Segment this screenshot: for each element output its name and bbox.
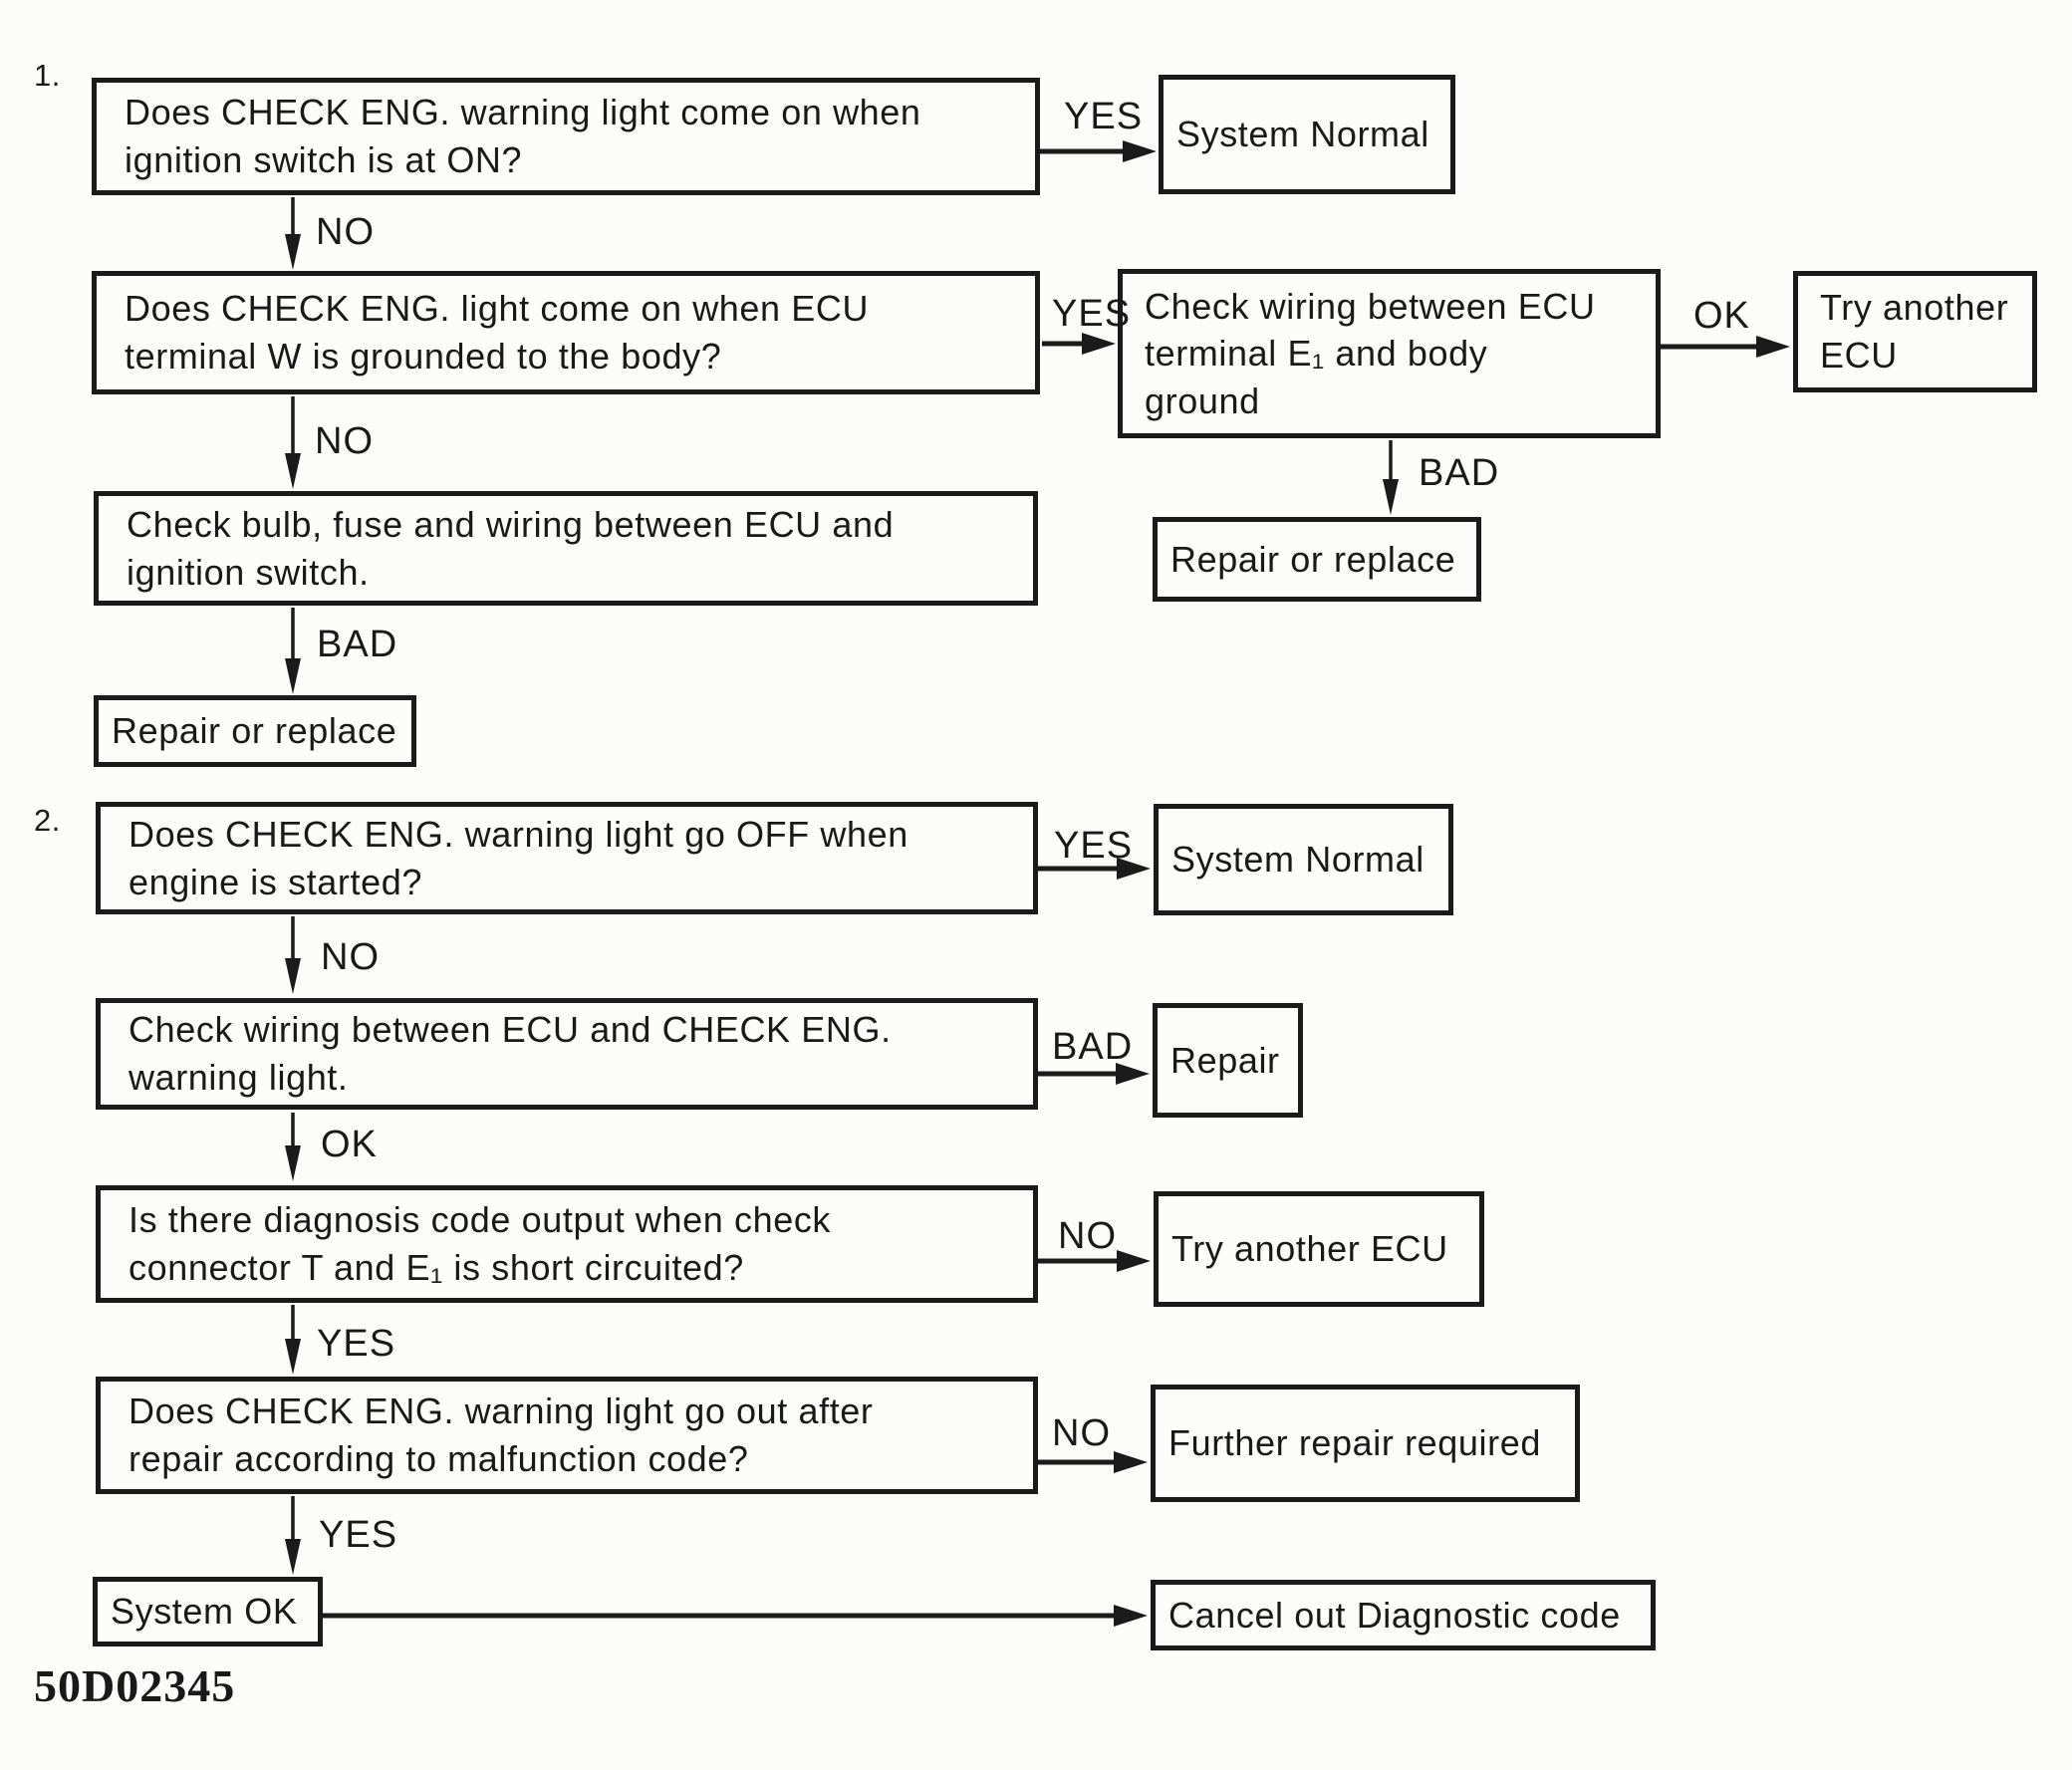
arrowhead-q6-yes: [285, 1539, 301, 1575]
node-text-line: warning light.: [129, 1057, 349, 1098]
horizontal-lines: [323, 148, 1759, 1619]
node-check-bulb-fuse-wiring: Check bulb, fuse and wiring between ECU …: [94, 491, 1038, 606]
node-check-wiring-e1: Check wiring between ECU terminal E₁ and…: [1118, 269, 1661, 438]
arrowhead-q4-bad: [1116, 1063, 1150, 1085]
edge-label-yes: YES: [1052, 293, 1132, 335]
edge-label-bad: BAD: [1052, 1026, 1134, 1068]
node-q4-check-wiring-warning-light: Check wiring between ECU and CHECK ENG. …: [96, 998, 1038, 1110]
arrowhead-q2-no: [285, 453, 301, 489]
section-2-number: 2.: [34, 803, 61, 838]
arrowheads: [285, 140, 1790, 1627]
edge-label-yes: YES: [1054, 825, 1134, 867]
node-text-line: ground: [1145, 379, 1260, 421]
arrowhead-q4-ok: [285, 1145, 301, 1181]
node-text-line: System Normal: [1176, 114, 1429, 155]
section-1-number: 1.: [34, 58, 61, 93]
node-text-line: Further repair required: [1168, 1422, 1541, 1464]
node-try-another-ecu-1: Try another ECU: [1793, 271, 2037, 392]
node-text-line: Check bulb, fuse and wiring between ECU …: [127, 503, 895, 545]
arrowhead-bulb-bad: [285, 658, 301, 694]
node-text-line: ignition switch is at ON?: [125, 139, 523, 180]
node-text-line: Try another: [1820, 287, 2009, 329]
edge-label-ok: OK: [1693, 295, 1750, 337]
node-text-line: terminal W is grounded to the body?: [125, 336, 722, 377]
node-system-ok: System OK: [93, 1577, 323, 1646]
node-try-another-ecu-2: Try another ECU: [1154, 1191, 1484, 1307]
arrowhead-wiring-bad: [1383, 479, 1399, 515]
arrowhead-cancel: [1114, 1605, 1148, 1627]
node-text-line: Try another ECU: [1171, 1228, 1448, 1270]
node-text-line: Cancel out Diagnostic code: [1168, 1594, 1621, 1636]
arrowhead-q5-no: [1117, 1250, 1151, 1272]
node-text-line: connector T and E₁ is short circuited?: [129, 1247, 744, 1288]
arrowhead-q3-no: [285, 958, 301, 994]
node-q2-terminal-w-grounded: Does CHECK ENG. light come on when ECU t…: [92, 271, 1040, 394]
node-system-normal-1: System Normal: [1159, 75, 1455, 194]
edge-label-no: NO: [1058, 1215, 1117, 1257]
node-q6-light-out-after-repair: Does CHECK ENG. warning light go out aft…: [96, 1377, 1038, 1494]
edge-label-no: NO: [321, 936, 380, 978]
edge-label-no: NO: [1052, 1412, 1111, 1454]
edge-label-no: NO: [316, 211, 375, 253]
node-text-line: Repair: [1170, 1039, 1280, 1081]
node-cancel-diagnostic-code: Cancel out Diagnostic code: [1151, 1580, 1656, 1650]
node-text-line: engine is started?: [129, 861, 422, 902]
node-text-line: Does CHECK ENG. warning light come on wh…: [125, 92, 921, 133]
node-text-line: repair according to malfunction code?: [129, 1438, 749, 1479]
node-text-line: ignition switch.: [127, 551, 370, 593]
edge-label-bad: BAD: [317, 624, 398, 665]
node-repair: Repair: [1153, 1003, 1303, 1118]
arrowhead-q3-yes: [1117, 858, 1151, 880]
node-text-line: terminal E₁ and body: [1145, 333, 1488, 375]
node-system-normal-2: System Normal: [1154, 804, 1453, 915]
node-q1-check-eng-light-on: Does CHECK ENG. warning light come on wh…: [92, 78, 1040, 195]
edge-label-yes: YES: [1064, 96, 1144, 137]
arrowhead-q6-no: [1114, 1451, 1148, 1473]
edge-label-yes: YES: [319, 1514, 398, 1556]
node-repair-or-replace-left: Repair or replace: [94, 695, 416, 767]
edge-label-ok: OK: [321, 1124, 378, 1165]
vertical-lines: [291, 197, 1393, 1542]
node-text-line: System Normal: [1171, 839, 1424, 881]
node-text-line: Is there diagnosis code output when chec…: [129, 1199, 832, 1241]
arrowhead-q2-yes: [1082, 333, 1116, 355]
node-text-line: Check wiring between ECU: [1145, 285, 1596, 327]
node-q5-diagnosis-code-output: Is there diagnosis code output when chec…: [96, 1185, 1038, 1303]
arrowhead-wiring-ok: [1756, 336, 1790, 358]
arrowhead-q5-yes: [285, 1339, 301, 1375]
arrowhead-q1-no: [285, 234, 301, 270]
edge-label-no: NO: [315, 420, 374, 462]
edge-label-yes: YES: [317, 1323, 396, 1365]
node-text-line: Repair or replace: [1170, 538, 1456, 580]
node-text-line: ECU: [1820, 335, 1898, 376]
node-repair-or-replace-right: Repair or replace: [1153, 517, 1481, 602]
figure-code: 50D02345: [34, 1660, 236, 1711]
node-text-line: Repair or replace: [112, 710, 397, 752]
node-text-line: Does CHECK ENG. warning light go OFF whe…: [129, 813, 908, 855]
arrowhead-q1-yes: [1123, 140, 1157, 162]
node-q3-light-off-engine-started: Does CHECK ENG. warning light go OFF whe…: [96, 802, 1038, 914]
node-text-line: System OK: [111, 1591, 298, 1633]
node-text-line: Check wiring between ECU and CHECK ENG.: [129, 1009, 892, 1051]
node-further-repair-required: Further repair required: [1151, 1385, 1580, 1502]
edge-label-bad: BAD: [1419, 452, 1500, 494]
node-text-line: Does CHECK ENG. warning light go out aft…: [129, 1391, 874, 1432]
node-text-line: Does CHECK ENG. light come on when ECU: [125, 288, 870, 330]
